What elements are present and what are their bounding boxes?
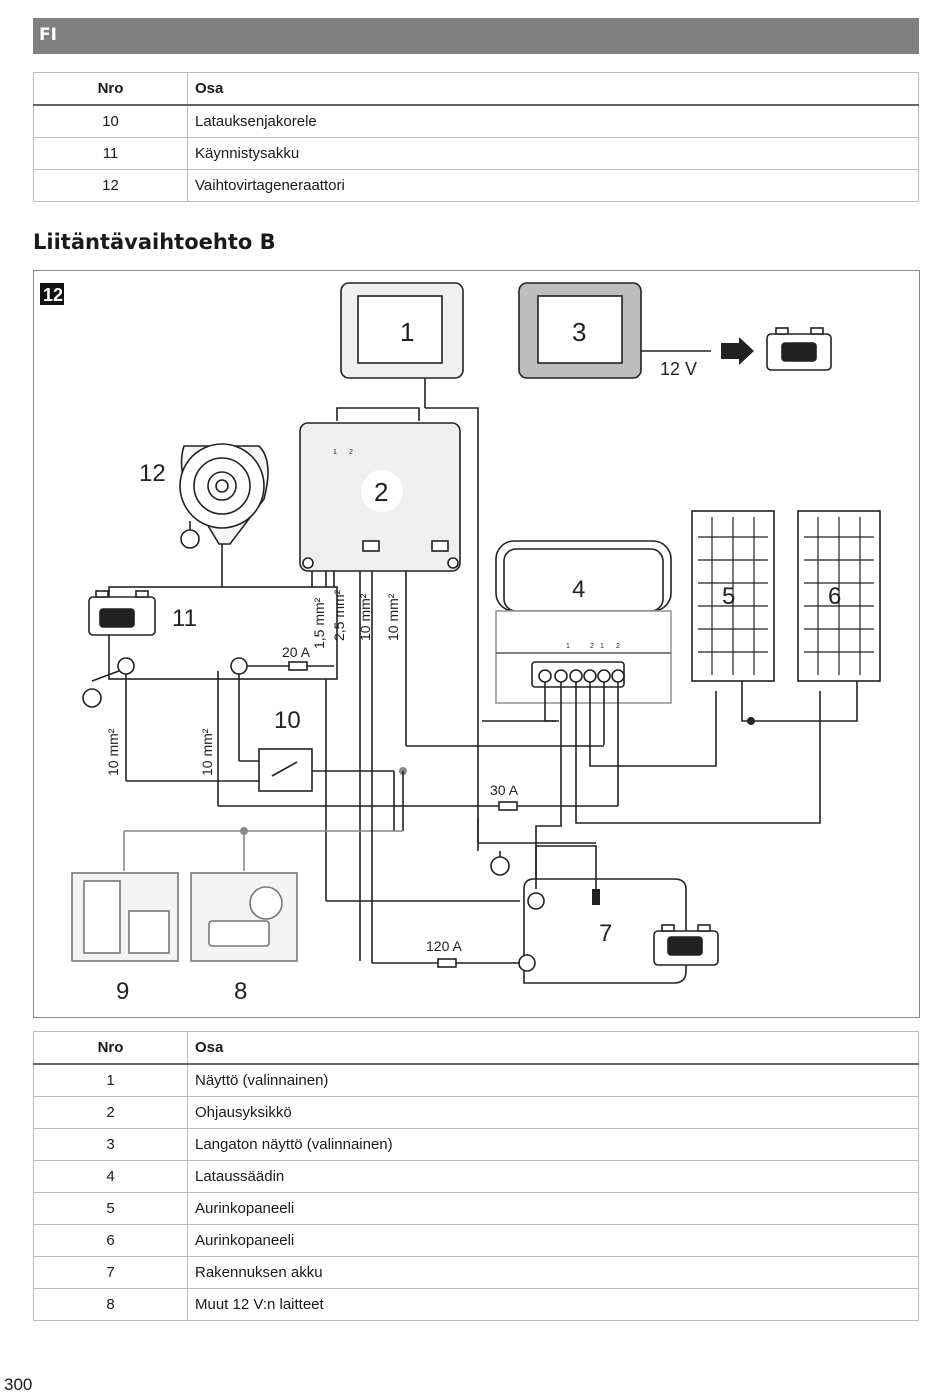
column-header-nro: Nro xyxy=(33,1031,188,1065)
parts-table-top: Nro Osa 10 Latauksenjakorele 11 Käynnist… xyxy=(33,72,919,202)
label-1: 1 xyxy=(400,317,414,347)
row-osa: Latauksenjakorele xyxy=(187,104,919,138)
label-8: 8 xyxy=(234,978,247,1005)
voltage-label: 12 V xyxy=(660,359,697,379)
row-osa: Lataussäädin xyxy=(187,1160,919,1193)
cable-2-5: 2,5 mm² xyxy=(331,589,347,641)
wiring-diagram: 12 1 3 12 V 2 1 2 12 11 10 4 5 6 7 8 9 2… xyxy=(33,270,920,1018)
row-osa: Langaton näyttö (valinnainen) xyxy=(187,1128,919,1161)
row-osa: Aurinkopaneeli xyxy=(187,1192,919,1225)
terminal-1b: 1 xyxy=(600,643,604,650)
label-7: 7 xyxy=(599,920,612,947)
row-osa: Näyttö (valinnainen) xyxy=(187,1063,919,1097)
label-5: 5 xyxy=(722,583,735,610)
language-code: FI xyxy=(39,25,57,45)
table-header-row: Nro Osa xyxy=(33,1031,919,1065)
label-3: 3 xyxy=(572,317,586,347)
column-header-osa: Osa xyxy=(187,1031,919,1065)
row-nro: 5 xyxy=(33,1192,188,1225)
label-12: 12 xyxy=(139,460,166,487)
row-nro: 1 xyxy=(33,1063,188,1097)
table-header-row: Nro Osa xyxy=(33,72,919,106)
fuse-120a: 120 A xyxy=(426,938,462,954)
table-row: 11 Käynnistysakku xyxy=(33,137,919,170)
cable-10-c: 10 mm² xyxy=(105,728,121,776)
label-10: 10 xyxy=(274,707,301,734)
row-osa: Aurinkopaneeli xyxy=(187,1224,919,1257)
column-header-osa: Osa xyxy=(187,72,919,106)
terminal-2b: 2 xyxy=(616,643,620,650)
label-2: 2 xyxy=(374,477,388,507)
row-osa: Käynnistysakku xyxy=(187,137,919,170)
terminal-2a: 2 xyxy=(590,643,594,650)
row-nro: 6 xyxy=(33,1224,188,1257)
fuse-30a: 30 A xyxy=(490,782,519,798)
sensor-2: 2 xyxy=(349,449,353,456)
row-nro: 4 xyxy=(33,1160,188,1193)
row-osa: Vaihtovirtageneraattori xyxy=(187,169,919,202)
label-9: 9 xyxy=(116,978,129,1005)
label-11: 11 xyxy=(172,605,197,632)
cable-1-5: 1,5 mm² xyxy=(311,597,327,649)
section-title: Liitäntävaihtoehto B xyxy=(33,230,276,254)
figure-number: 12 xyxy=(43,285,63,305)
row-osa: Ohjausyksikkö xyxy=(187,1096,919,1129)
row-nro: 7 xyxy=(33,1256,188,1289)
language-bar: FI xyxy=(33,18,919,54)
row-osa: Muut 12 V:n laitteet xyxy=(187,1288,919,1321)
table-row: 10 Latauksenjakorele xyxy=(33,104,919,138)
cable-10-a: 10 mm² xyxy=(357,593,373,641)
terminal-1a: 1 xyxy=(566,643,570,650)
row-nro: 12 xyxy=(33,169,188,202)
column-header-nro: Nro xyxy=(33,72,188,106)
label-4: 4 xyxy=(572,576,585,603)
fuse-20a: 20 A xyxy=(282,644,311,660)
row-nro: 11 xyxy=(33,137,188,170)
row-nro: 10 xyxy=(33,104,188,138)
row-osa: Rakennuksen akku xyxy=(187,1256,919,1289)
row-nro: 8 xyxy=(33,1288,188,1321)
table-row: 12 Vaihtovirtageneraattori xyxy=(33,169,919,202)
page-number: 300 xyxy=(4,1375,33,1394)
label-6: 6 xyxy=(828,583,841,610)
row-nro: 3 xyxy=(33,1128,188,1161)
cable-10-d: 10 mm² xyxy=(199,728,215,776)
wiring-diagram-svg: 12 1 3 12 V 2 1 2 12 11 10 4 5 6 7 8 9 2… xyxy=(40,282,881,1005)
row-nro: 2 xyxy=(33,1096,188,1129)
cable-10-b: 10 mm² xyxy=(385,593,401,641)
sensor-1: 1 xyxy=(333,449,337,456)
